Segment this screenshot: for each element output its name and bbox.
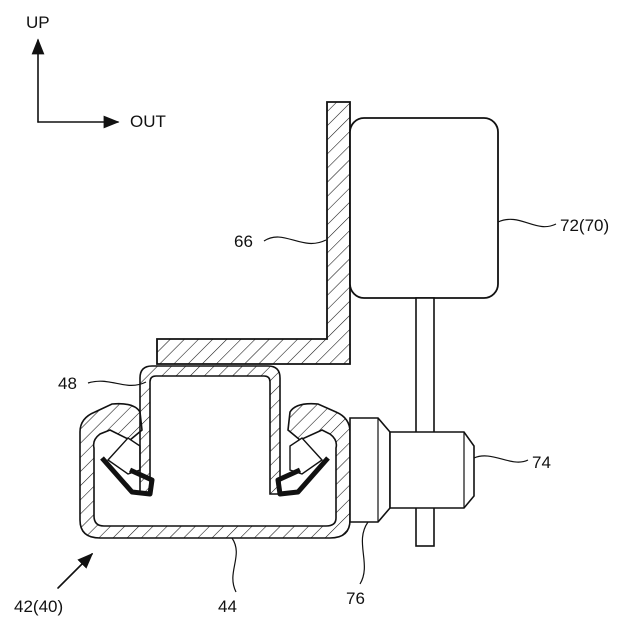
label-44: 44	[218, 597, 237, 616]
label-48: 48	[58, 374, 77, 393]
nut	[350, 418, 390, 522]
label-74: 74	[532, 453, 551, 472]
bolt-head	[390, 432, 474, 508]
leader-76	[360, 522, 368, 584]
out-label: OUT	[130, 112, 166, 131]
label-72: 72(70)	[560, 216, 609, 235]
channel-rail	[80, 366, 350, 538]
label-42: 42(40)	[14, 597, 63, 616]
leader-44	[232, 538, 236, 592]
hat-section	[140, 366, 280, 494]
component-box	[350, 118, 498, 298]
leader-74	[474, 456, 528, 462]
leader-48	[88, 381, 146, 385]
direction-indicator: UP OUT	[26, 13, 166, 131]
label-76: 76	[346, 589, 365, 608]
l-bracket	[157, 102, 350, 364]
up-label: UP	[26, 13, 50, 32]
leader-72	[498, 219, 556, 226]
leader-66	[264, 237, 326, 243]
leader-42-arrow	[58, 554, 92, 588]
label-66: 66	[234, 232, 253, 251]
